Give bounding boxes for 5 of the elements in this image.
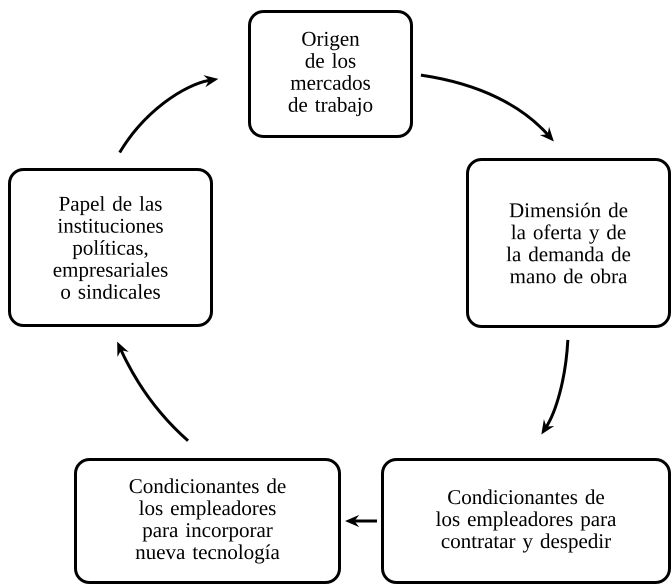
process-box: Dimensión de la oferta y de la demanda de mano de obra [466,158,671,328]
process-box: Origen de los mercados de trabajo [248,10,413,138]
process-box: Condicionantes de los empleadores para incorporar nueva tecnología [74,458,341,584]
process-box: Papel de las instituciones políticas, empresariales o sindicales [8,168,213,327]
process-box: Condicionantes de los empleadores para contratar y despedir [381,458,671,584]
